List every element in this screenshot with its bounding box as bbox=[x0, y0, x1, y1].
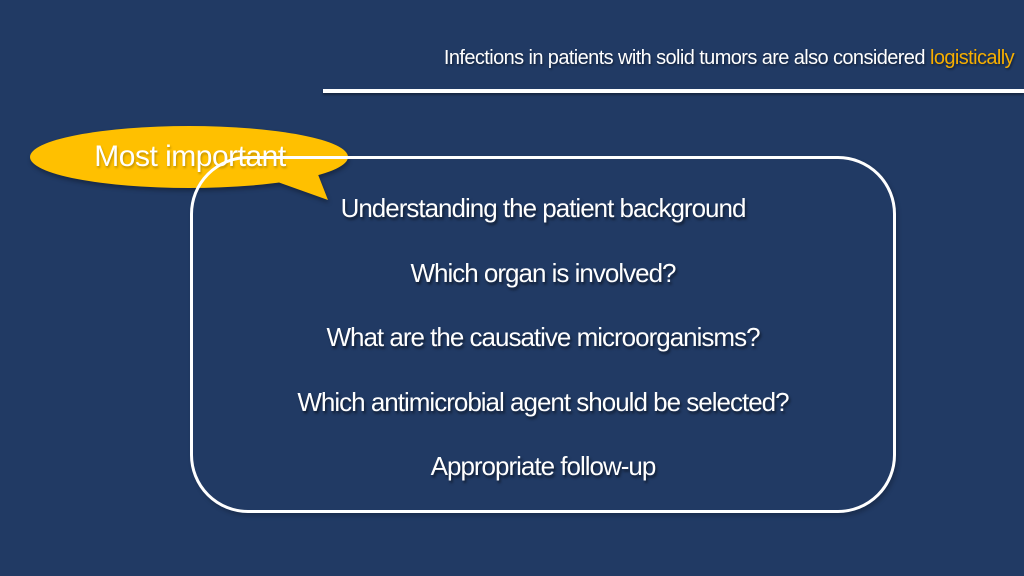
question-line: Which antimicrobial agent should be sele… bbox=[297, 386, 789, 417]
slide-title-text: Infections in patients with solid tumors… bbox=[443, 47, 926, 69]
question-line: What are the causative microorganisms? bbox=[326, 322, 760, 352]
slide-title-highlight: logistically bbox=[930, 47, 1015, 69]
question-box: Understanding the patient background Whi… bbox=[190, 156, 896, 513]
speech-bubble-icon bbox=[30, 126, 348, 200]
question-line: Understanding the patient background bbox=[340, 193, 747, 223]
question-line: Which organ is involved? bbox=[410, 257, 676, 288]
slide-title: Infections in patients with solid tumors… bbox=[443, 47, 1015, 70]
title-underline-rule bbox=[323, 89, 1024, 93]
question-line: Appropriate follow-up bbox=[430, 451, 657, 481]
